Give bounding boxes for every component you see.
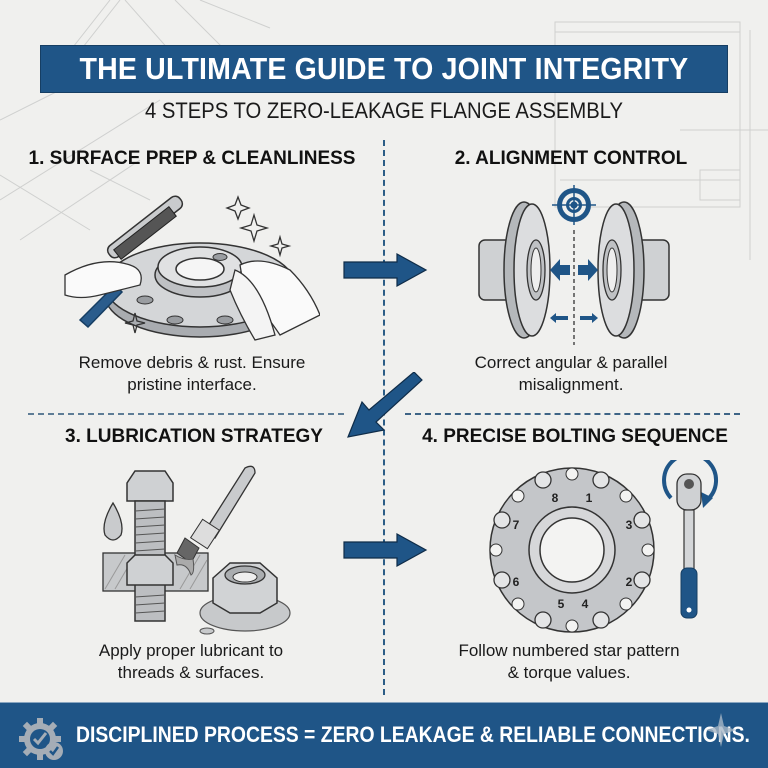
crosshair-target-icon <box>552 185 596 225</box>
sparkle-icon <box>124 195 292 334</box>
footer-banner: DISCIPLINED PROCESS = ZERO LEAKAGE & REL… <box>0 702 768 768</box>
alignment-illustration <box>478 185 670 345</box>
arrow-right-icon <box>343 532 428 568</box>
flange-pair-icon <box>478 201 670 339</box>
vertical-divider <box>383 140 385 695</box>
page-title: THE ULTIMATE GUIDE TO JOINT INTEGRITY <box>79 51 689 86</box>
step-3-panel: 3. LUBRICATION STRATEGY <box>0 418 384 698</box>
step-1-caption: Remove debris & rust. Ensure pristine in… <box>78 353 306 394</box>
lubrication-illustration <box>102 465 291 635</box>
nut-icon <box>199 562 291 635</box>
step-2-caption: Correct angular & parallel misalignment. <box>474 353 668 394</box>
step-4-caption: Follow numbered star pattern & torque va… <box>458 641 680 682</box>
bolt-icon <box>126 470 174 622</box>
svg-text:7: 7 <box>513 518 520 532</box>
flange-bolt-pattern-icon: 1 2 3 4 5 6 7 8 <box>489 467 655 633</box>
svg-text:1: 1 <box>586 491 593 505</box>
step-1-title: 1. SURFACE PREP & CLEANLINESS <box>28 148 356 169</box>
step-4-title: 4. PRECISE BOLTING SEQUENCE <box>422 426 728 447</box>
svg-text:2: 2 <box>626 575 633 589</box>
arrow-right-icon <box>343 252 428 288</box>
wire-brush-icon <box>78 195 184 329</box>
oil-drop-icon <box>103 501 123 541</box>
svg-text:6: 6 <box>513 575 520 589</box>
step-4-panel: 4. PRECISE BOLTING SEQUENCE 1 2 3 4 <box>384 418 768 698</box>
sparkle-icon <box>706 713 736 747</box>
svg-text:5: 5 <box>558 597 565 611</box>
arrow-down-left-icon <box>347 372 423 438</box>
step-2-panel: 2. ALIGNMENT CONTROL <box>384 140 768 410</box>
step-2-title: 2. ALIGNMENT CONTROL <box>454 148 688 169</box>
cleaning-cloth-icon <box>229 269 276 341</box>
horizontal-divider-left <box>28 413 344 415</box>
step-3-title: 3. LUBRICATION STRATEGY <box>65 426 323 447</box>
svg-text:8: 8 <box>552 491 559 505</box>
torque-wrench-icon <box>662 460 718 619</box>
alignment-arrows-icon <box>550 259 598 323</box>
bolting-illustration: 1 2 3 4 5 6 7 8 <box>489 460 718 633</box>
step-3-caption: Apply proper lubricant to threads & surf… <box>98 641 284 682</box>
gear-check-icon <box>19 718 63 760</box>
surface-prep-illustration <box>64 195 320 341</box>
title-banner: THE ULTIMATE GUIDE TO JOINT INTEGRITY <box>40 45 728 93</box>
paint-brush-icon <box>174 465 256 576</box>
footer-tagline: DISCIPLINED PROCESS = ZERO LEAKAGE & REL… <box>76 722 750 747</box>
page-subtitle: 4 STEPS TO ZERO-LEAKAGE FLANGE ASSEMBLY <box>144 98 624 123</box>
svg-text:3: 3 <box>626 518 633 532</box>
svg-text:4: 4 <box>582 597 589 611</box>
step-1-panel: 1. SURFACE PREP & CLEANLINESS <box>0 140 384 410</box>
horizontal-divider-right <box>405 413 740 415</box>
